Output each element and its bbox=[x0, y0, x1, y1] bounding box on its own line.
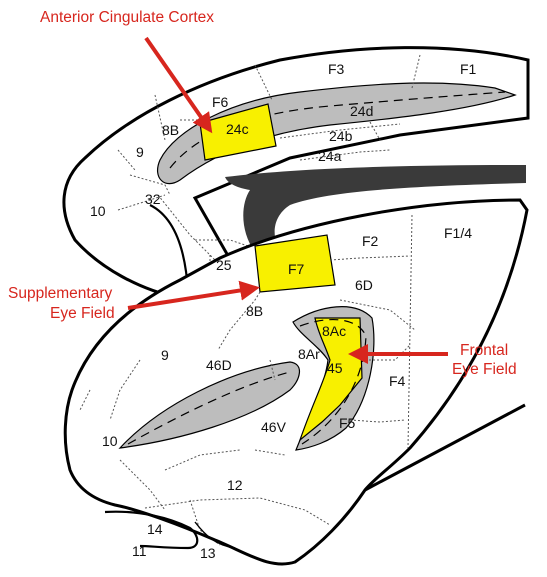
label-32: 32 bbox=[145, 191, 161, 207]
label-46V: 46V bbox=[261, 419, 287, 435]
label-F4: F4 bbox=[389, 373, 406, 389]
label-6D: 6D bbox=[355, 277, 373, 293]
label-8Ac: 8Ac bbox=[322, 323, 346, 339]
label-24b: 24b bbox=[329, 128, 353, 144]
callout-frontal-line1: Frontal bbox=[460, 342, 508, 359]
label-24d: 24d bbox=[350, 103, 373, 119]
label-F2: F2 bbox=[362, 233, 379, 249]
label-F5: F5 bbox=[339, 415, 356, 431]
label-F6: F6 bbox=[212, 94, 229, 110]
label-8B-lateral: 8B bbox=[246, 303, 263, 319]
label-10-medial: 10 bbox=[90, 203, 106, 219]
label-24a: 24a bbox=[318, 148, 342, 164]
callout-frontal-line2: Eye Field bbox=[452, 361, 517, 378]
callout-supplementary-line2: Eye Field bbox=[50, 305, 115, 322]
label-14: 14 bbox=[147, 521, 163, 537]
label-F1: F1 bbox=[460, 61, 477, 77]
label-8B-medial: 8B bbox=[162, 122, 179, 138]
label-9-medial: 9 bbox=[136, 144, 144, 160]
label-12: 12 bbox=[227, 477, 243, 493]
label-8Ar: 8Ar bbox=[298, 346, 320, 362]
label-24c: 24c bbox=[226, 121, 249, 137]
callout-anterior-cingulate-cortex: Anterior Cingulate Cortex bbox=[40, 9, 214, 26]
label-10-lateral: 10 bbox=[102, 433, 118, 449]
label-25: 25 bbox=[216, 257, 232, 273]
label-46D: 46D bbox=[206, 357, 232, 373]
label-13: 13 bbox=[200, 545, 216, 561]
label-F3: F3 bbox=[328, 61, 345, 77]
callout-supplementary-line1: Supplementary bbox=[8, 285, 113, 302]
label-F1-4: F1/4 bbox=[444, 225, 472, 241]
label-45: 45 bbox=[327, 360, 343, 376]
label-11: 11 bbox=[132, 543, 147, 559]
label-F7: F7 bbox=[288, 261, 305, 277]
label-9-lateral: 9 bbox=[161, 347, 169, 363]
